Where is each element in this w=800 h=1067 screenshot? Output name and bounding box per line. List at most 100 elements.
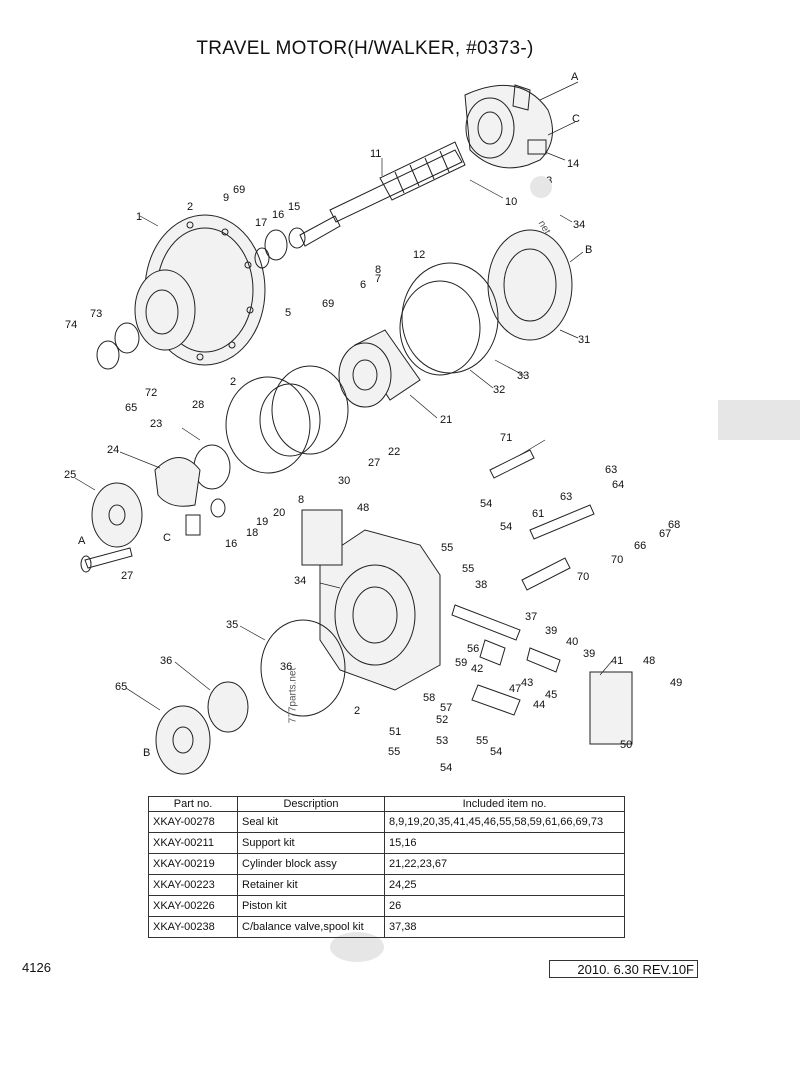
plug-42 (479, 639, 506, 666)
revision-box: 2010. 6.30 REV.10F (549, 960, 698, 978)
bearing-34 (207, 681, 249, 733)
leader-lines (74, 81, 613, 711)
svg-text:61: 61 (532, 508, 544, 520)
svg-text:64: 64 (612, 479, 624, 491)
svg-text:32: 32 (493, 384, 505, 396)
included-items-cell: 26 (384, 895, 625, 917)
piston-26 (84, 547, 133, 569)
svg-text:65: 65 (115, 681, 127, 693)
svg-text:27: 27 (121, 570, 133, 582)
table-row: XKAY-00226 Piston kit 26 (148, 895, 625, 917)
svg-text:16: 16 (272, 209, 284, 221)
svg-text:31: 31 (578, 334, 590, 346)
svg-text:16: 16 (225, 538, 237, 550)
spool-38 (451, 604, 521, 641)
svg-text:12: 12 (413, 249, 425, 261)
table-row: XKAY-00211 Support kit 15,16 (148, 832, 625, 854)
bearing-13 (264, 229, 288, 261)
svg-text:A: A (78, 535, 86, 547)
svg-text:45: 45 (545, 689, 557, 701)
plate-27 (225, 376, 311, 474)
svg-text:51: 51 (389, 726, 401, 738)
svg-text:7: 7 (375, 273, 381, 285)
included-items-cell: 37,38 (384, 916, 625, 938)
part-number-cell: XKAY-00219 (148, 853, 238, 875)
part-number-cell: XKAY-00223 (148, 874, 238, 896)
svg-text:2: 2 (230, 376, 236, 388)
svg-text:68: 68 (668, 519, 680, 531)
svg-text:58: 58 (423, 692, 435, 704)
page-title: TRAVEL MOTOR(H/WALKER, #0373-) (196, 38, 534, 59)
part-18 (210, 498, 226, 518)
spring-40 (526, 647, 561, 673)
svg-text:42: 42 (471, 663, 483, 675)
svg-text:54: 54 (500, 521, 512, 533)
table-row: XKAY-00278 Seal kit 8,9,19,20,35,41,45,4… (148, 811, 625, 833)
ring-12 (288, 227, 306, 249)
svg-text:50: 50 (620, 739, 632, 751)
svg-text:48: 48 (643, 655, 655, 667)
part-number-cell: XKAY-00211 (148, 832, 238, 854)
page-number: 4126 (22, 960, 51, 975)
o-ring-31 (401, 262, 499, 374)
o-ring-30 (399, 280, 481, 376)
parts-table: Part no. Description Included item no. X… (148, 796, 625, 938)
exploded-parts-diagram: A C 14 11 13 10 69 2 9 1 16 15 17 34 B 1… (64, 71, 682, 775)
svg-text:70: 70 (577, 571, 589, 583)
drive-shaft-11 (299, 141, 466, 247)
svg-text:40: 40 (566, 636, 578, 648)
svg-text:37: 37 (525, 611, 537, 623)
included-items-cell: 24,25 (384, 874, 625, 896)
flange-29 (487, 229, 573, 341)
svg-text:27: 27 (368, 457, 380, 469)
svg-text:28: 28 (192, 399, 204, 411)
svg-text:54: 54 (490, 746, 502, 758)
svg-text:59: 59 (455, 657, 467, 669)
svg-text:14: 14 (567, 158, 579, 170)
table-row: XKAY-00223 Retainer kit 24,25 (148, 874, 625, 896)
svg-text:C: C (572, 113, 580, 125)
svg-text:36: 36 (280, 661, 292, 673)
svg-text:54: 54 (440, 762, 452, 774)
plate-67 (155, 705, 211, 775)
plate-47 (301, 509, 343, 566)
callout-labels: A C 14 11 13 10 69 2 9 1 16 15 17 34 B 1… (64, 71, 682, 774)
svg-text:55: 55 (462, 563, 474, 575)
column-header: Part no. (148, 796, 238, 812)
svg-text:B: B (585, 244, 592, 256)
retainer-plate-25 (91, 482, 143, 548)
ring-14 (254, 247, 270, 269)
description-cell: C/balance valve,spool kit (237, 916, 385, 938)
svg-text:11: 11 (370, 148, 381, 160)
svg-text:53: 53 (436, 735, 448, 747)
svg-text:25: 25 (64, 469, 76, 481)
part-number-cell: XKAY-00278 (148, 811, 238, 833)
ring-73 (114, 322, 140, 354)
svg-text:18: 18 (246, 527, 258, 539)
svg-text:39: 39 (583, 648, 595, 660)
svg-text:1: 1 (136, 211, 142, 223)
rear-cover-33 (319, 529, 441, 691)
svg-text:9: 9 (223, 192, 229, 204)
svg-text:15: 15 (288, 201, 300, 213)
bolt-71 (489, 449, 535, 479)
svg-text:48: 48 (357, 502, 369, 514)
included-items-cell: 15,16 (384, 832, 625, 854)
svg-text:38: 38 (475, 579, 487, 591)
svg-text:55: 55 (476, 735, 488, 747)
svg-text:36: 36 (160, 655, 172, 667)
column-header: Description (237, 796, 385, 812)
svg-text:5: 5 (285, 307, 291, 319)
part-number-cell: XKAY-00226 (148, 895, 238, 917)
svg-text:34: 34 (294, 575, 306, 587)
svg-text:6: 6 (360, 279, 366, 291)
svg-text:2: 2 (354, 705, 360, 717)
svg-text:57: 57 (440, 702, 452, 714)
svg-text:8: 8 (375, 264, 381, 276)
svg-text:63: 63 (560, 491, 572, 503)
svg-text:56: 56 (467, 643, 479, 655)
spool-60 (529, 504, 595, 540)
housing-1 (134, 214, 266, 366)
ring-23 (193, 444, 231, 490)
svg-text:35: 35 (226, 619, 238, 631)
